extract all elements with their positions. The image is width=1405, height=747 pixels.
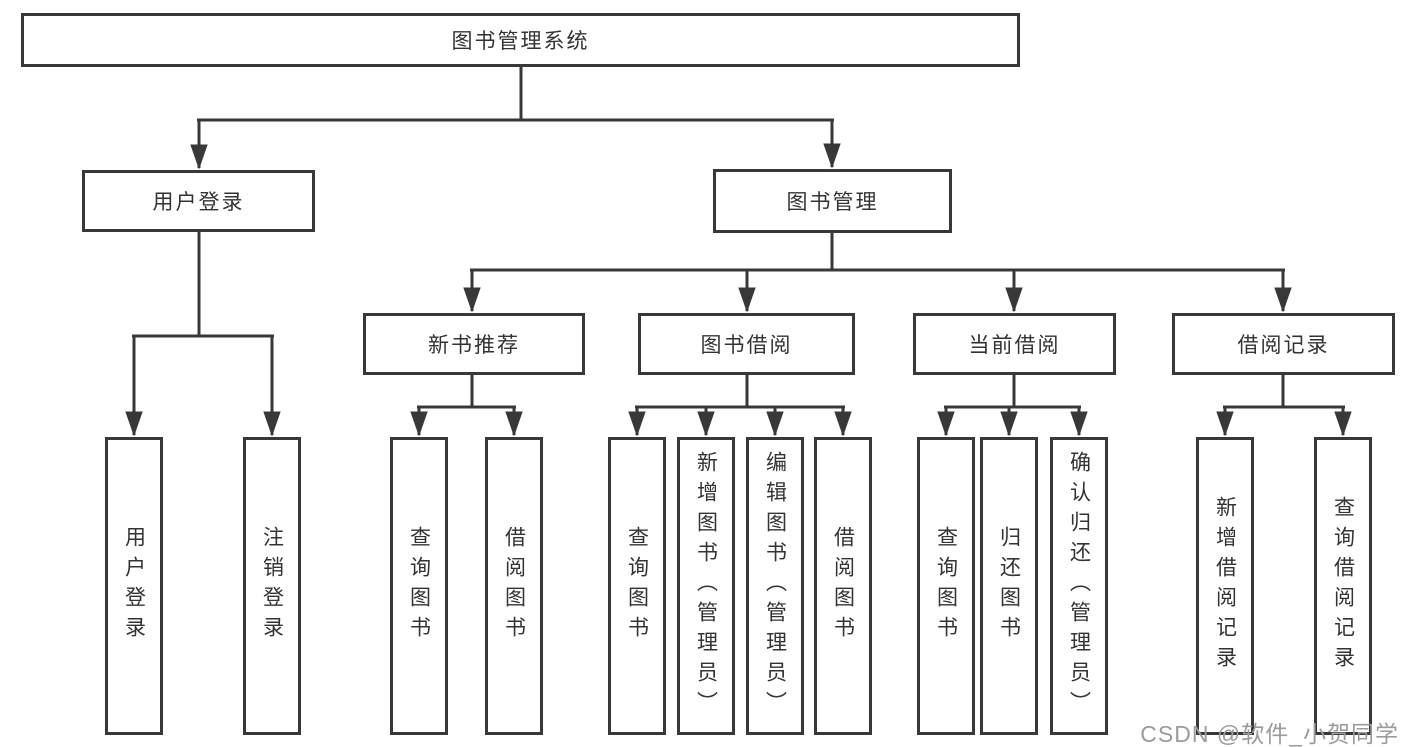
leaf-br-query-record: 查询借阅记录 <box>1314 437 1372 735</box>
leaf-rec-query-book: 查询图书 <box>390 437 448 735</box>
leaf-rec-borrow-book-label: 借阅图书 <box>502 526 526 646</box>
leaf-logout: 注销登录 <box>243 437 301 735</box>
leaf-br-add-record-label: 新增借阅记录 <box>1213 496 1237 676</box>
leaf-rec-query-book-label: 查询图书 <box>407 526 431 646</box>
leaf-cb-confirm-return-admin-label: 确认归还（管理员） <box>1067 451 1091 721</box>
node-book-borrowing: 图书借阅 <box>638 313 855 375</box>
node-user-login: 用户登录 <box>82 170 315 232</box>
node-borrowing-records: 借阅记录 <box>1172 313 1395 375</box>
leaf-cb-query-book-label: 查询图书 <box>934 526 958 646</box>
leaf-user-login: 用户登录 <box>105 437 163 735</box>
node-book-management: 图书管理 <box>713 169 952 233</box>
leaf-bb-borrow-book-label: 借阅图书 <box>831 526 855 646</box>
leaf-cb-return-book: 归还图书 <box>980 437 1038 735</box>
node-borrowing-records-label: 借阅记录 <box>1237 334 1330 357</box>
node-new-book-recommendation-label: 新书推荐 <box>428 334 520 357</box>
node-current-borrowing-label: 当前借阅 <box>968 334 1061 357</box>
leaf-rec-borrow-book: 借阅图书 <box>485 437 543 735</box>
node-user-login-label: 用户登录 <box>152 191 245 214</box>
node-root-system: 图书管理系统 <box>21 13 1020 67</box>
leaf-bb-add-book-admin-label: 新增图书（管理员） <box>694 451 718 721</box>
node-current-borrowing: 当前借阅 <box>913 313 1116 375</box>
leaf-cb-query-book: 查询图书 <box>917 437 975 735</box>
node-book-management-label: 图书管理 <box>786 191 879 214</box>
leaf-br-add-record: 新增借阅记录 <box>1196 437 1254 735</box>
node-book-borrowing-label: 图书借阅 <box>700 334 793 357</box>
leaf-bb-edit-book-admin-label: 编辑图书（管理员） <box>763 451 787 721</box>
leaf-bb-add-book-admin: 新增图书（管理员） <box>677 437 735 735</box>
node-root-label: 图书管理系统 <box>451 30 590 53</box>
node-new-book-recommendation: 新书推荐 <box>363 313 585 375</box>
leaf-cb-confirm-return-admin: 确认归还（管理员） <box>1050 437 1108 735</box>
leaf-bb-borrow-book: 借阅图书 <box>814 437 872 735</box>
leaf-logout-label: 注销登录 <box>260 526 284 646</box>
leaf-br-query-record-label: 查询借阅记录 <box>1331 496 1355 676</box>
leaf-bb-query-book-label: 查询图书 <box>625 526 649 646</box>
leaf-cb-return-book-label: 归还图书 <box>997 526 1021 646</box>
leaf-user-login-label: 用户登录 <box>122 526 146 646</box>
csdn-watermark: CSDN @软件_小贺同学 <box>1140 721 1399 747</box>
leaf-bb-edit-book-admin: 编辑图书（管理员） <box>746 437 804 735</box>
leaf-bb-query-book: 查询图书 <box>608 437 666 735</box>
